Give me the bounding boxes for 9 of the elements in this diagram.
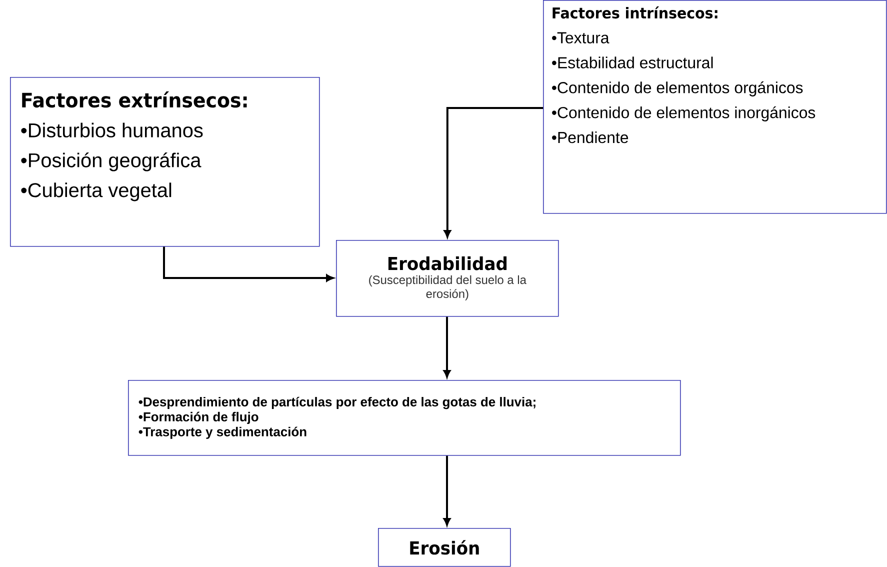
text-box: Erodabilidad (Susceptibilidad del suelo a la erosión)	[336, 240, 559, 317]
text-box: Factores intrínsecos: •Textura •Estabilidad estructural •Contenido de elementos orgánicos •Contenido de elementos inorgánicos •Pendiente	[543, 0, 887, 214]
arrow	[443, 316, 451, 378]
text-box: Factores extrínsecos: •Disturbios humanos •Posición geográfica •Cubierta vegetal	[10, 77, 320, 247]
arrow	[443, 456, 451, 526]
arrow	[444, 107, 543, 238]
text-box: •Desprendimiento de partículas por efecto de las gotas de lluvia; •Formación de flujo •Trasporte y sedimentación	[128, 380, 681, 456]
arrow	[163, 246, 334, 282]
text-box: Erosión	[378, 528, 511, 567]
